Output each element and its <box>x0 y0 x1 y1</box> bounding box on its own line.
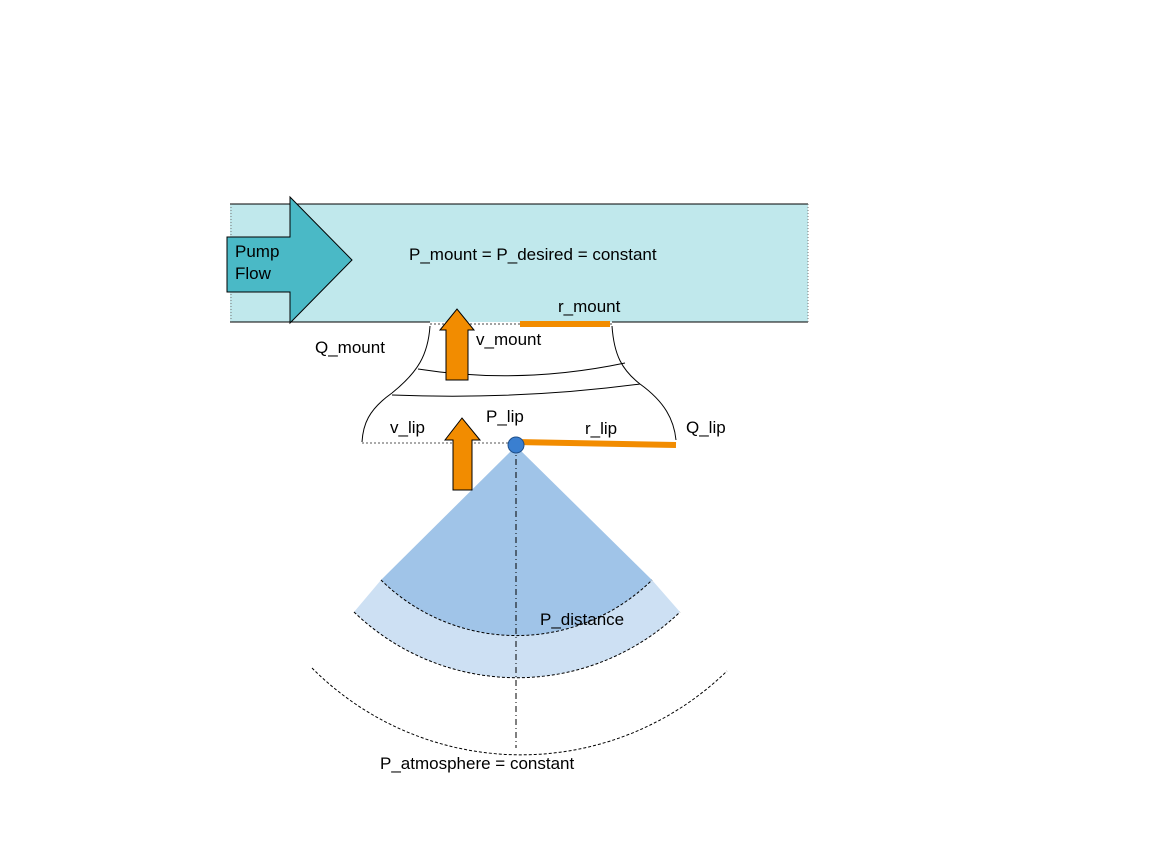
r-mount-label: r_mount <box>558 297 621 316</box>
outer-band-arc <box>353 611 681 679</box>
lip-point <box>507 436 525 454</box>
atmosphere-arc <box>311 667 728 756</box>
inner-sector-arc <box>380 579 653 637</box>
v-mount-label: v_mount <box>476 330 541 349</box>
pump-flow-label-line2: Flow <box>235 264 272 283</box>
v-lip-label: v_lip <box>390 418 425 437</box>
pump-flow-label-line1: Pump <box>235 242 279 261</box>
pump-flow-arrow <box>226 195 353 325</box>
bellows-fold-2 <box>391 383 641 397</box>
cup-right-wall-upper <box>611 325 641 385</box>
r-lip-label: r_lip <box>585 419 617 438</box>
q-mount-label: Q_mount <box>315 338 385 357</box>
p-lip-label: P_lip <box>486 407 524 426</box>
q-lip-label: Q_lip <box>686 418 726 437</box>
p-distance-label: P_distance <box>540 610 624 629</box>
bellows-fold-1 <box>417 362 626 377</box>
r-lip-bar <box>515 439 677 448</box>
p-mount-label: P_mount = P_desired = constant <box>409 245 657 264</box>
lip-flow-arrow <box>443 417 482 491</box>
cup-left-wall-upper <box>391 325 431 394</box>
outer-pressure-band <box>354 580 680 678</box>
cup-left-wall-lower <box>361 392 393 443</box>
cup-right-wall-lower <box>639 383 677 441</box>
p-atmosphere-label: P_atmosphere = constant <box>380 754 574 773</box>
mount-flow-arrow <box>438 308 476 381</box>
